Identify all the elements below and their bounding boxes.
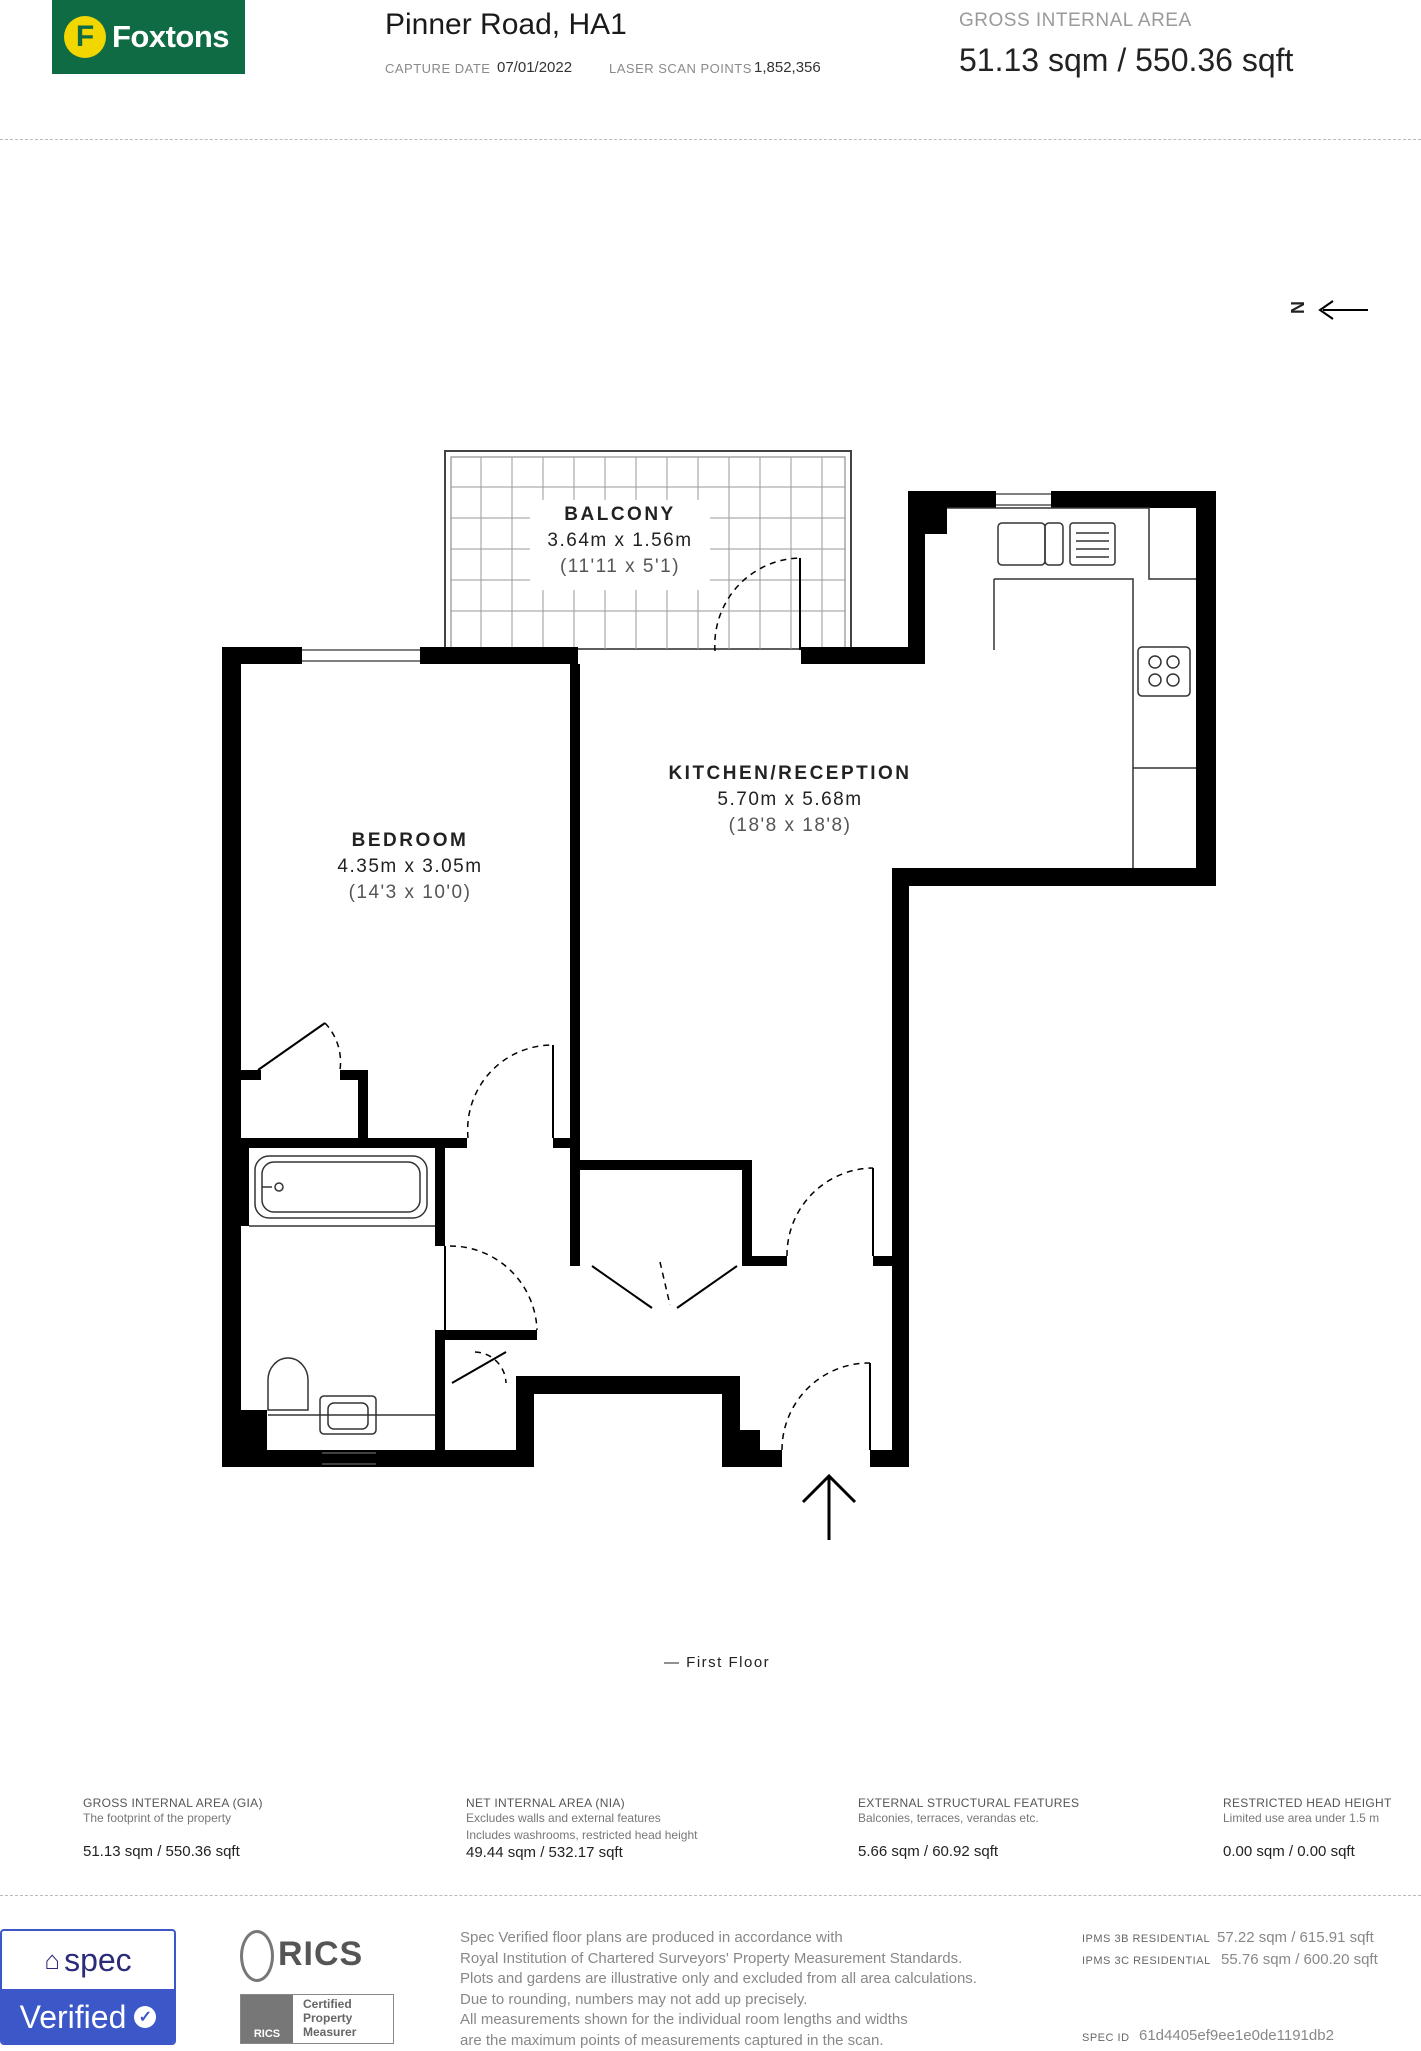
north-arrow-icon <box>1320 301 1368 319</box>
room-kitchen-reception: KITCHEN/RECEPTION 5.70m x 5.68m (18'8 x … <box>640 763 940 837</box>
certified-measurer-badge: RICS Certified Property Measurer <box>240 1994 394 2044</box>
spec-house-icon: ⌂ <box>44 1945 60 1976</box>
verified-word: Verified <box>20 1999 127 2036</box>
legend-nia: NET INTERNAL AREA (NIA) Excludes walls a… <box>466 1796 766 1861</box>
room-imperial: (18'8 x 18'8) <box>640 815 940 837</box>
legend-title: RESTRICTED HEAD HEIGHT <box>1223 1796 1418 1810</box>
legend-head-height: RESTRICTED HEAD HEIGHT Limited use area … <box>1223 1796 1418 1860</box>
spec-verified-badge: ⌂ spec Verified ✓ <box>0 1929 176 2045</box>
legend-value: 49.44 sqm / 532.17 sqft <box>466 1844 766 1861</box>
spec-logo: ⌂ spec <box>2 1931 174 1989</box>
legend-title: NET INTERNAL AREA (NIA) <box>466 1796 766 1810</box>
legend-desc: Excludes walls and external features <box>466 1810 766 1827</box>
legend-title: EXTERNAL STRUCTURAL FEATURES <box>858 1796 1138 1810</box>
legend-desc: Balconies, terraces, verandas etc. <box>858 1810 1138 1827</box>
ipms3b-value: 57.22 sqm / 615.91 sqft <box>1217 1929 1374 1946</box>
cert-line: Measurer <box>303 2025 356 2039</box>
room-imperial: (11'11 x 5'1) <box>520 556 720 578</box>
ipms3c-value: 55.76 sqm / 600.20 sqft <box>1221 1951 1378 1968</box>
entrance-arrow-icon <box>803 1476 855 1540</box>
verified-bar: Verified ✓ <box>2 1989 174 2045</box>
door-swings <box>325 558 873 1450</box>
spec-word: spec <box>64 1942 132 1979</box>
room-dims: 5.70m x 5.68m <box>640 789 940 811</box>
legend-value: 0.00 sqm / 0.00 sqft <box>1223 1843 1418 1860</box>
room-balcony: BALCONY 3.64m x 1.56m (11'11 x 5'1) <box>520 504 720 578</box>
room-name: BALCONY <box>520 504 720 526</box>
room-dims: 4.35m x 3.05m <box>310 856 510 878</box>
legend-desc-2: Includes washrooms, restricted head heig… <box>466 1827 766 1844</box>
compass-letter: N <box>1286 301 1307 314</box>
kitchen-counter <box>947 508 1196 868</box>
room-name: KITCHEN/RECEPTION <box>640 763 940 785</box>
door-leaves <box>258 558 873 1450</box>
windows <box>302 494 1051 1464</box>
walls <box>222 491 1216 1467</box>
disclaimer-line: Due to rounding, numbers may not add up … <box>460 1990 977 2011</box>
disclaimer-line: Royal Institution of Chartered Surveyors… <box>460 1949 977 1970</box>
legend-desc: Limited use area under 1.5 m <box>1223 1810 1418 1827</box>
legend-value: 51.13 sqm / 550.36 sqft <box>83 1843 373 1860</box>
legend-desc: The footprint of the property <box>83 1810 373 1827</box>
footer-divider <box>0 1895 1421 1896</box>
disclaimer-line: All measurements shown for the individua… <box>460 2010 977 2031</box>
spec-id-label: SPEC ID <box>1082 2032 1130 2044</box>
cert-text: Certified Property Measurer <box>303 1997 356 2039</box>
bathroom-fittings <box>249 1156 435 1434</box>
rics-small-logo: RICS <box>241 1995 293 2043</box>
legend-title: GROSS INTERNAL AREA (GIA) <box>83 1796 373 1810</box>
disclaimer: Spec Verified floor plans are produced i… <box>460 1928 977 2051</box>
room-imperial: (14'3 x 10'0) <box>310 882 510 904</box>
ipms3c-label: IPMS 3C RESIDENTIAL <box>1082 1955 1211 1967</box>
floor-label: — First Floor <box>664 1654 770 1671</box>
rics-wordmark: RICS <box>278 1935 363 1974</box>
room-name: BEDROOM <box>310 830 510 852</box>
ipms3b-label: IPMS 3B RESIDENTIAL <box>1082 1933 1210 1945</box>
legend-gia: GROSS INTERNAL AREA (GIA) The footprint … <box>83 1796 373 1860</box>
room-bedroom: BEDROOM 4.35m x 3.05m (14'3 x 10'0) <box>310 830 510 904</box>
cert-line: Property <box>303 2011 356 2025</box>
room-dims: 3.64m x 1.56m <box>520 530 720 552</box>
legend-external: EXTERNAL STRUCTURAL FEATURES Balconies, … <box>858 1796 1138 1860</box>
disclaimer-line: Plots and gardens are illustrative only … <box>460 1969 977 1990</box>
cert-line: Certified <box>303 1997 356 2011</box>
legend-value: 5.66 sqm / 60.92 sqft <box>858 1843 1138 1860</box>
spec-id-value: 61d4405ef9ee1e0de1191db2 <box>1139 2027 1334 2044</box>
floor-plan <box>0 0 1421 1700</box>
disclaimer-line: Spec Verified floor plans are produced i… <box>460 1928 977 1949</box>
rics-lion-icon <box>240 1930 274 1982</box>
check-icon: ✓ <box>134 2006 156 2028</box>
